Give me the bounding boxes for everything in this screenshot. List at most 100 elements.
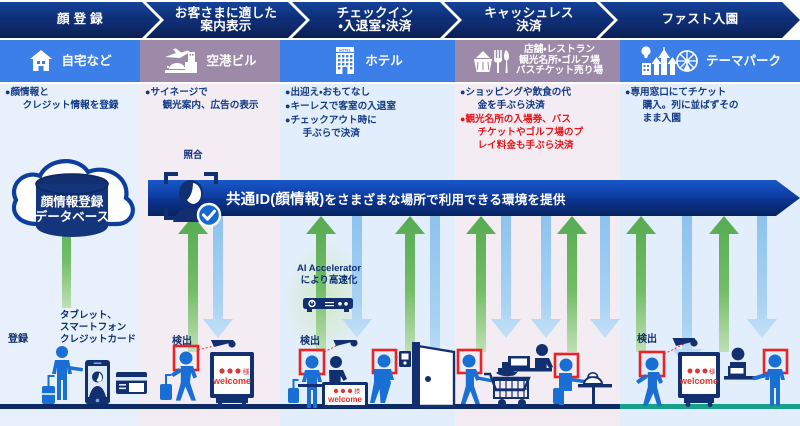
person-figure	[302, 355, 322, 408]
bullet-text: キーレスで客室の入退室	[290, 101, 396, 113]
devices-label: タブレット、 スマートフォン クレジットカード	[60, 310, 137, 345]
bullet-item: ●チェックアウト時に 手ぶらで決済	[285, 115, 377, 140]
shopping-cart-icon	[484, 369, 531, 407]
bullets-shops: ●ショッピングや飲食の代 金を手ぶら決済 ●観光名所の入場券、バス チケットやゴ…	[460, 86, 618, 153]
person-figure-visitor	[636, 357, 663, 406]
scene-airport: 様 welcome	[160, 340, 254, 408]
suitcase-icon	[288, 379, 299, 403]
location-home[interactable]: 自宅など	[0, 40, 140, 82]
location-label: 自宅など	[61, 53, 112, 68]
location-airport[interactable]: 空港ビル	[140, 40, 280, 82]
camera-icon	[672, 338, 698, 347]
bullet-item: ●ショッピングや飲食の代 金を手ぶら決済	[460, 87, 571, 112]
cloud-database-icon: 顔情報登録 データベース	[11, 159, 135, 237]
arrow-down-shops-c	[590, 216, 620, 338]
arrow-down-shops-b	[531, 216, 561, 338]
camera-icon	[210, 340, 236, 348]
location-label: ホテル	[365, 53, 403, 68]
stage-chevron-cashless-payment[interactable]: キャッシュレス 決済	[444, 2, 614, 38]
arrow-up-shops-b	[557, 216, 587, 352]
bullets-home: ●顔情報と クレジット情報を登録	[5, 86, 137, 113]
hotel-room-door	[412, 342, 456, 408]
stage-label: チェックイン ・入退室・決済	[336, 5, 414, 33]
bullet-text: 顔情報と クレジット情報を登録	[10, 87, 119, 112]
bullet-text: 出迎え・おもてなし	[290, 87, 371, 98]
stage-chevron-guidance-display[interactable]: お客さまに適した 案内表示	[146, 2, 306, 38]
bullet-text: 専用窓口にてチケット 購入。列に並ばずその まま入園	[630, 87, 739, 125]
common-id-banner: 共通ID(顔情報)をさまざまな場所で利用できる環境を提供	[148, 180, 800, 216]
reception-tablet: 様 welcome	[322, 382, 368, 408]
scene-shops	[456, 344, 612, 407]
stage-label: お客さまに適した 案内表示	[174, 5, 278, 33]
arrow-up-hotel-a	[306, 216, 336, 352]
matching-label: 照合	[183, 150, 203, 161]
svg-text:HOTEL: HOTEL	[339, 48, 352, 52]
arrow-down-hotel-b	[420, 216, 450, 368]
arrow-up-hotel-b	[395, 216, 425, 352]
ticket-signage: 様 welcome	[678, 352, 720, 408]
bullets-themepark: ●専用窓口にてチケット 購入。列に並ばずその まま入園	[625, 86, 795, 126]
svg-text:welcome: welcome	[212, 376, 251, 386]
suitcase-icon	[160, 374, 172, 400]
ground-line	[0, 404, 800, 409]
location-label: テーマパーク	[705, 53, 781, 68]
scene-registration	[42, 346, 147, 404]
booth-register-icon	[728, 366, 746, 376]
digital-signage: 様 welcome	[210, 352, 254, 408]
bullet-text: ショッピングや飲食の代 金を手ぶら決済	[465, 87, 571, 112]
person-figure	[52, 346, 83, 400]
stage-chevron-face-registration[interactable]: 顔 登 録	[0, 2, 160, 38]
svg-text:様: 様	[709, 367, 716, 376]
arrow-down-airport	[203, 216, 233, 338]
scene-hotel: 様 welcome	[288, 340, 456, 408]
bullet-text: チェックアウト時に 手ぶらで決済	[290, 115, 377, 140]
arrow-up-home	[53, 203, 80, 308]
arrow-down-shops-a	[491, 216, 521, 338]
arrow-down-themepark-a	[672, 216, 702, 368]
bullet-item: ●専用窓口にてチケット 購入。列に並ばずその まま入園	[625, 87, 739, 125]
stage-chevron-fast-park-entry[interactable]: ファスト入園	[600, 2, 800, 38]
bullet-item: ●サイネージで 観光案内、広告の表示	[145, 87, 259, 112]
bullet-item-highlight: ●観光名所の入場券、バス チケットやゴルフ場のプ レイ料金も手ぶら決済	[460, 114, 584, 152]
flow-arrows	[53, 203, 777, 368]
airport-icon	[163, 47, 199, 75]
arrow-down-themepark-b	[747, 216, 777, 338]
location-theme-park[interactable]: テーマパーク	[620, 40, 800, 82]
bullet-item: ●出迎え・おもてなし	[285, 87, 371, 98]
detect-label-themepark: 検出	[637, 334, 657, 345]
scene-themepark: 様 welcome	[636, 338, 789, 408]
arrow-down-hotel-a	[342, 216, 372, 338]
bullet-text: サイネージで 観光案内、広告の表示	[150, 87, 259, 112]
location-label: 空港ビル	[206, 53, 257, 68]
banner-text-rest: をさまざまな場所で利用できる環境を提供	[324, 192, 566, 207]
arrow-up-shops-a	[466, 216, 496, 352]
house-icon	[28, 48, 54, 74]
stage-label: キャッシュレス 決済	[484, 5, 574, 33]
pos-register-icon	[502, 356, 530, 368]
arrow-up-themepark-b	[709, 216, 739, 352]
bullet-item: ●キーレスで客室の入退室	[285, 101, 396, 113]
db-label-line2: データベース	[35, 209, 109, 224]
stage-label: 顔 登 録	[57, 12, 103, 27]
camera-icon	[333, 340, 358, 347]
door-reader-icon	[396, 351, 411, 367]
person-figure-diner	[553, 358, 586, 405]
location-shops[interactable]: 店舗・レストラン 観光名所・ゴルフ場 バスチケット売り場	[455, 40, 620, 82]
db-label-line1: 顔情報登録	[40, 194, 104, 209]
person-figure-door	[370, 354, 394, 403]
register-label: 登録	[8, 334, 28, 345]
person-figure-shopper	[460, 354, 492, 404]
banner-text: 共通ID(顔情報)をさまざまな場所で利用できる環境を提供	[148, 188, 566, 209]
banner-text-main: 共通ID(顔情報)	[226, 191, 325, 208]
detect-label-hotel: 検出	[300, 336, 320, 347]
theme-park-icon	[639, 44, 699, 78]
stage-header: 顔 登 録 お客さまに適した 案内表示 チェックイン ・入退室・決済 キャッシュ…	[0, 2, 800, 38]
credit-card-icon	[116, 372, 147, 394]
location-hotel[interactable]: HOTEL ホテル	[280, 40, 455, 82]
bullet-text: 観光名所の入場券、バス チケットやゴルフ場のプ レイ料金も手ぶら決済	[465, 114, 584, 152]
arrow-up-themepark-a	[626, 216, 656, 352]
bullets-hotel: ●出迎え・おもてなし ●キーレスで客室の入退室 ●チェックアウト時に 手ぶらで決…	[285, 86, 453, 141]
svg-text:様: 様	[243, 367, 250, 376]
stage-chevron-checkin-access-payment[interactable]: チェックイン ・入退室・決済	[292, 2, 458, 38]
